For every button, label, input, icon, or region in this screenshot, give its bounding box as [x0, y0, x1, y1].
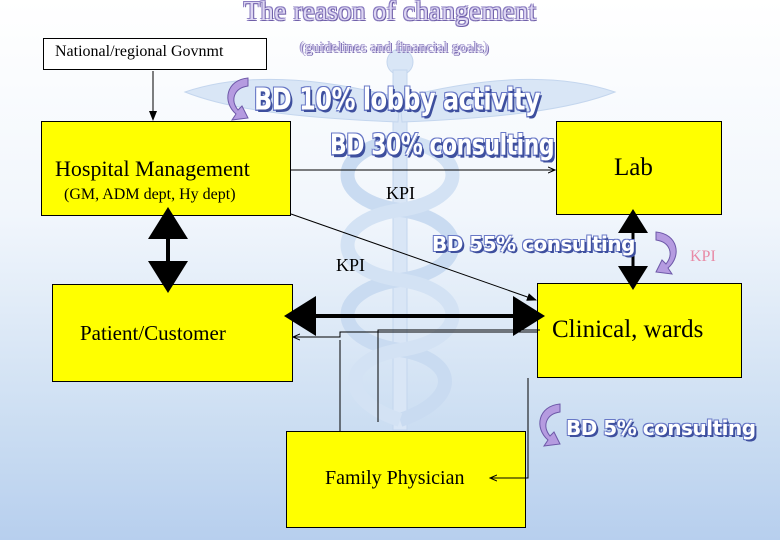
clinical-wards-label: Clinical, wards	[552, 316, 704, 343]
kpi-label-management-clinical: KPI	[336, 255, 366, 275]
patient-customer-label: Patient/Customer	[80, 321, 226, 345]
bd-consulting-5-label: BD 5% consulting	[566, 416, 756, 440]
government-box	[43, 38, 267, 70]
kpi-label-management-lab: KPI	[386, 183, 416, 203]
clinical-wards-box	[537, 283, 742, 378]
family-physician-label: Family Physician	[325, 467, 465, 489]
cycle-arrow-icon	[655, 231, 677, 275]
bd-consulting-30-label: BD 30% consulting	[330, 130, 555, 163]
government-label: National/regional Govnmt	[55, 43, 224, 60]
family-physician-box	[286, 431, 526, 528]
cycle-arrow-icon	[539, 403, 561, 447]
hospital-management-box	[41, 121, 291, 216]
lab-box	[556, 121, 722, 215]
bd-lobby-label: BD 10% lobby activity	[254, 82, 541, 117]
bd-consulting-55-label: BD 55% consulting	[432, 232, 635, 256]
slide-title: The reason of changement	[243, 0, 537, 26]
hospital-management-label: Hospital Management	[55, 156, 250, 181]
hospital-departments-label: (GM, ADM dept, Hy dept)	[64, 186, 236, 203]
management-to-clinical-arrow	[290, 213, 537, 301]
kpi-label-lab-clinical: KPI	[690, 248, 716, 265]
patient-customer-box	[52, 284, 293, 382]
guidelines-label: (guidelines and financial goals)	[300, 40, 489, 56]
clinical-to-family-arrow	[490, 378, 529, 478]
clinical-to-patient-arrow	[293, 331, 537, 337]
lab-label: Lab	[614, 154, 653, 181]
family-to-clinical-line	[377, 329, 540, 422]
cycle-arrow-icon	[227, 77, 249, 121]
